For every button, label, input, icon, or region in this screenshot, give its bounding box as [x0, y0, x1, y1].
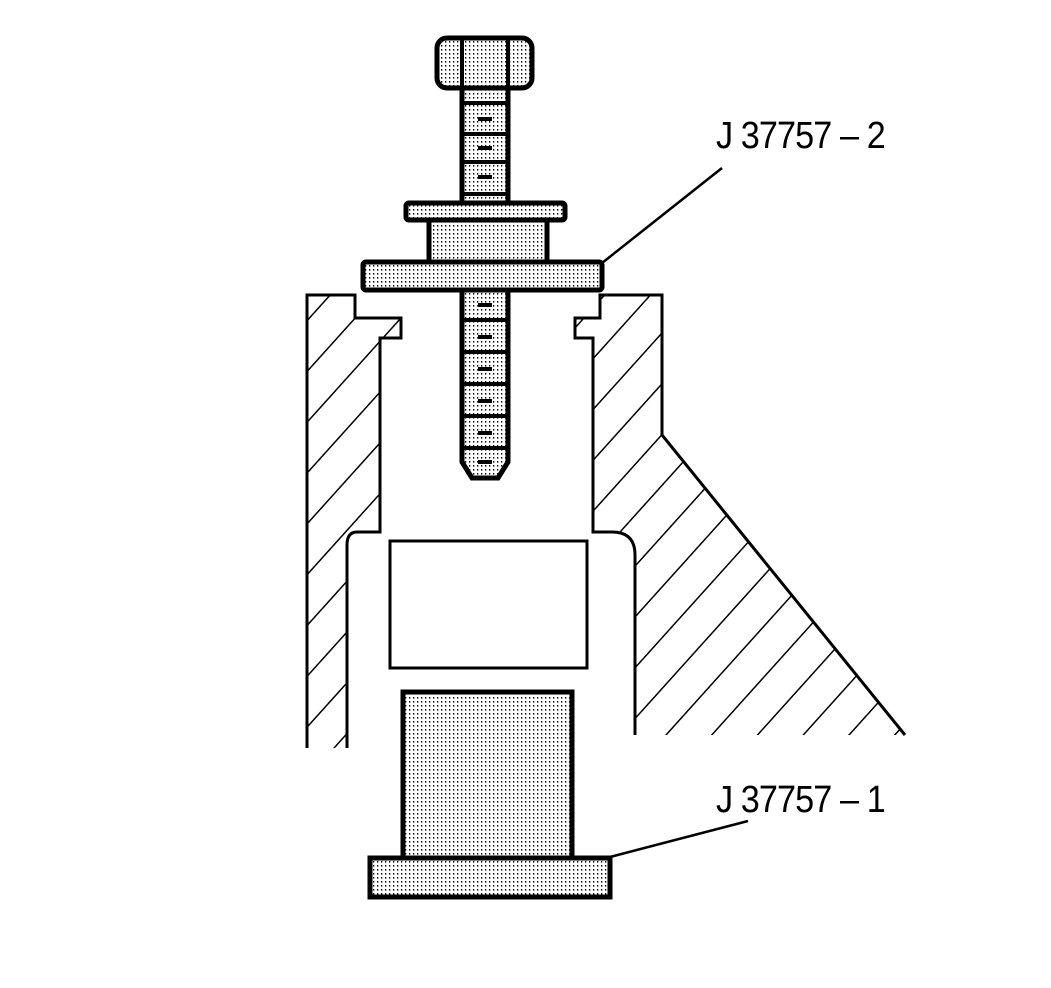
lower-tool	[367, 689, 613, 900]
upper-tool-plate	[360, 259, 605, 293]
leader-line-lower	[609, 819, 749, 859]
upper-tool-washer	[403, 200, 568, 223]
cavity-part	[388, 539, 589, 670]
label-lower-tool: J 37757 – 1	[716, 779, 886, 821]
leader-line-upper	[601, 167, 723, 264]
label-upper-tool: J 37757 – 2	[716, 115, 886, 157]
bolt-head	[434, 35, 535, 91]
housing-left-wall	[305, 293, 403, 748]
upper-tool-collar	[426, 217, 550, 265]
housing-right-wall	[573, 293, 907, 736]
upper-tool-bolt	[434, 35, 535, 481]
